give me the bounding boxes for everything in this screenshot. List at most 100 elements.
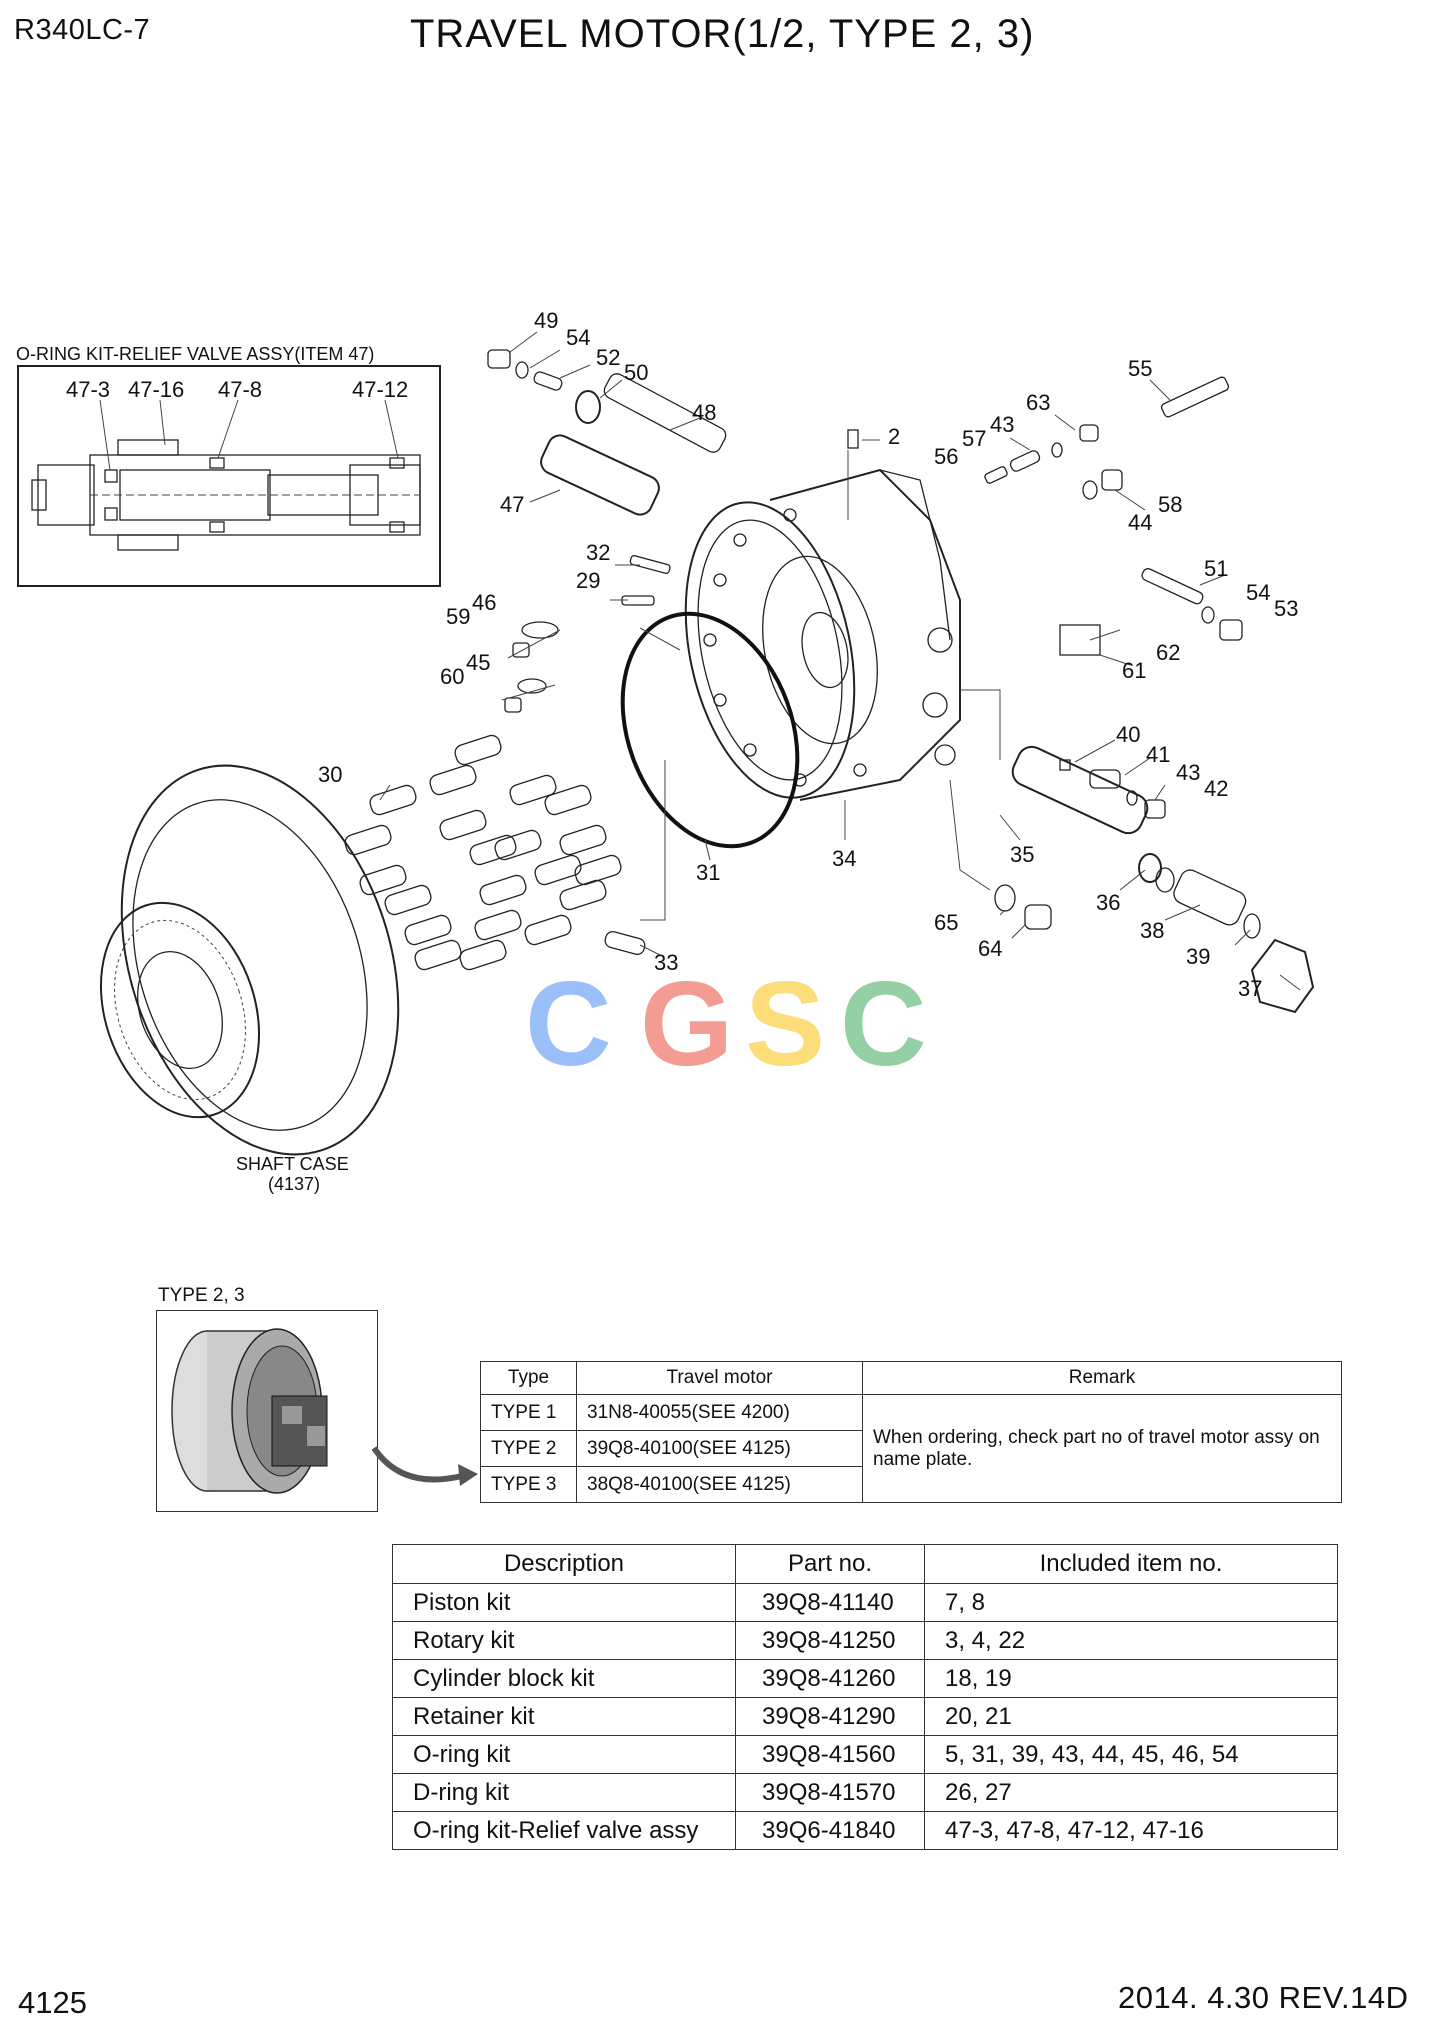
callout-47: 47 xyxy=(500,492,524,517)
shaft-case-label: SHAFT CASE xyxy=(236,1154,349,1174)
callout-49: 49 xyxy=(534,308,558,333)
callout-54b: 54 xyxy=(1246,580,1270,605)
callout-38: 38 xyxy=(1140,918,1164,943)
callout-60: 60 xyxy=(440,664,464,689)
shaft-case-ref: (4137) xyxy=(268,1174,320,1194)
callout-48: 48 xyxy=(692,400,716,425)
table-row: TYPE 1 31N8-40055(SEE 4200) When orderin… xyxy=(480,1394,1342,1503)
description-cell: Piston kit xyxy=(392,1583,736,1622)
part-no-cell: 39Q6-41840 xyxy=(735,1811,925,1850)
callout-61: 61 xyxy=(1122,658,1146,683)
piston-springs xyxy=(344,734,622,971)
callout-52: 52 xyxy=(596,345,620,370)
table-row: Retainer kit 39Q8-41290 20, 21 xyxy=(392,1697,1338,1736)
shaft-case: SHAFT CASE (4137) xyxy=(99,764,400,1194)
exploded-parts-diagram: O-RING KIT-RELIEF VALVE ASSY(ITEM 47) 47… xyxy=(16,308,1315,1194)
description-cell: Retainer kit xyxy=(392,1697,736,1736)
motor-cell: 39Q8-40100(SEE 4125) xyxy=(576,1430,863,1467)
callout-53: 53 xyxy=(1274,596,1298,621)
items-cell: 5, 31, 39, 43, 44, 45, 46, 54 xyxy=(924,1735,1338,1774)
leader-lines xyxy=(379,331,1301,991)
type-cell: TYPE 1 xyxy=(480,1394,577,1431)
watermark-letter: C xyxy=(840,957,927,1091)
part-no-cell: 39Q8-41260 xyxy=(735,1659,925,1698)
callout-57: 57 xyxy=(962,426,986,451)
callout-37: 37 xyxy=(1238,976,1262,1001)
callout-50: 50 xyxy=(624,360,648,385)
inset-callout: 47-3 xyxy=(66,377,110,402)
callout-35: 35 xyxy=(1010,842,1034,867)
callout-34: 34 xyxy=(832,846,856,871)
motor-cell: 31N8-40055(SEE 4200) xyxy=(576,1394,863,1431)
motor-cell: 38Q8-40100(SEE 4125) xyxy=(576,1466,863,1503)
description-cell: Rotary kit xyxy=(392,1621,736,1660)
travel-motor-type-table: Type Travel motor Remark TYPE 1 31N8-400… xyxy=(480,1361,1342,1503)
remark-cell: When ordering, check part no of travel m… xyxy=(862,1394,1342,1503)
type-cell: TYPE 2 xyxy=(480,1430,577,1467)
description-cell: O-ring kit-Relief valve assy xyxy=(392,1811,736,1850)
items-cell: 47-3, 47-8, 47-12, 47-16 xyxy=(924,1811,1338,1850)
description-cell: D-ring kit xyxy=(392,1773,736,1812)
type-cell: TYPE 3 xyxy=(480,1466,577,1503)
column-header: Included item no. xyxy=(924,1544,1338,1584)
relief-valve-drawing xyxy=(31,399,421,551)
travel-motor-photo xyxy=(156,1310,378,1512)
column-header: Description xyxy=(392,1544,736,1584)
callout-44: 44 xyxy=(1128,510,1152,535)
part-no-cell: 39Q8-41250 xyxy=(735,1621,925,1660)
inset-callout: 47-12 xyxy=(352,377,408,402)
part-callouts: 49 54 52 50 48 2 55 63 43 57 56 58 44 47… xyxy=(318,308,1298,1001)
small-parts xyxy=(487,349,1315,1014)
callout-56: 56 xyxy=(934,444,958,469)
callout-46: 46 xyxy=(472,590,496,615)
table-row: Rotary kit 39Q8-41250 3, 4, 22 xyxy=(392,1621,1338,1660)
watermark-letter: G xyxy=(640,957,733,1091)
part-no-cell: 39Q8-41140 xyxy=(735,1583,925,1622)
table-row: O-ring kit-Relief valve assy 39Q6-41840 … xyxy=(392,1811,1338,1850)
callout-45: 45 xyxy=(466,650,490,675)
callout-arrow xyxy=(372,1446,478,1486)
callout-65: 65 xyxy=(934,910,958,935)
model-code: R340LC-7 xyxy=(14,14,151,46)
motor-housing xyxy=(684,468,961,801)
watermark-letter: C xyxy=(525,957,612,1091)
callout-59: 59 xyxy=(446,604,470,629)
callout-39: 39 xyxy=(1186,944,1210,969)
part-no-cell: 39Q8-41290 xyxy=(735,1697,925,1736)
table-row: TYPE 3 38Q8-40100(SEE 4125) xyxy=(480,1466,1342,1503)
callout-64: 64 xyxy=(978,936,1002,961)
column-header: Part no. xyxy=(735,1544,925,1584)
type-caption: TYPE 2, 3 xyxy=(158,1285,245,1306)
callout-55: 55 xyxy=(1128,356,1152,381)
part-no-cell: 39Q8-41560 xyxy=(735,1735,925,1774)
table-row: O-ring kit 39Q8-41560 5, 31, 39, 43, 44,… xyxy=(392,1735,1338,1774)
items-cell: 3, 4, 22 xyxy=(924,1621,1338,1660)
table-row: Piston kit 39Q8-41140 7, 8 xyxy=(392,1583,1338,1622)
callout-29: 29 xyxy=(576,568,600,593)
inset-callout: 47-16 xyxy=(128,377,184,402)
callout-54: 54 xyxy=(566,325,590,350)
callout-43: 43 xyxy=(990,412,1014,437)
column-header: Type xyxy=(480,1361,577,1395)
inset-callout: 47-8 xyxy=(218,377,262,402)
part-no-cell: 39Q8-41570 xyxy=(735,1773,925,1812)
service-kit-table: Description Part no. Included item no. P… xyxy=(392,1544,1338,1850)
column-header: Travel motor xyxy=(576,1361,863,1395)
relief-valve-inset: O-RING KIT-RELIEF VALVE ASSY(ITEM 47) 47… xyxy=(16,344,441,587)
callout-2: 2 xyxy=(888,424,900,449)
callout-31: 31 xyxy=(696,860,720,885)
items-cell: 18, 19 xyxy=(924,1659,1338,1698)
callout-62: 62 xyxy=(1156,640,1180,665)
description-cell: Cylinder block kit xyxy=(392,1659,736,1698)
page-number: 4125 xyxy=(18,1985,87,2020)
o-ring-31 xyxy=(620,611,800,849)
callout-58: 58 xyxy=(1158,492,1182,517)
table-row: D-ring kit 39Q8-41570 26, 27 xyxy=(392,1773,1338,1812)
callout-33: 33 xyxy=(654,950,678,975)
inset-title: O-RING KIT-RELIEF VALVE ASSY(ITEM 47) xyxy=(16,344,374,364)
items-cell: 26, 27 xyxy=(924,1773,1338,1812)
callout-63: 63 xyxy=(1026,390,1050,415)
callout-40: 40 xyxy=(1116,722,1140,747)
items-cell: 20, 21 xyxy=(924,1697,1338,1736)
items-cell: 7, 8 xyxy=(924,1583,1338,1622)
